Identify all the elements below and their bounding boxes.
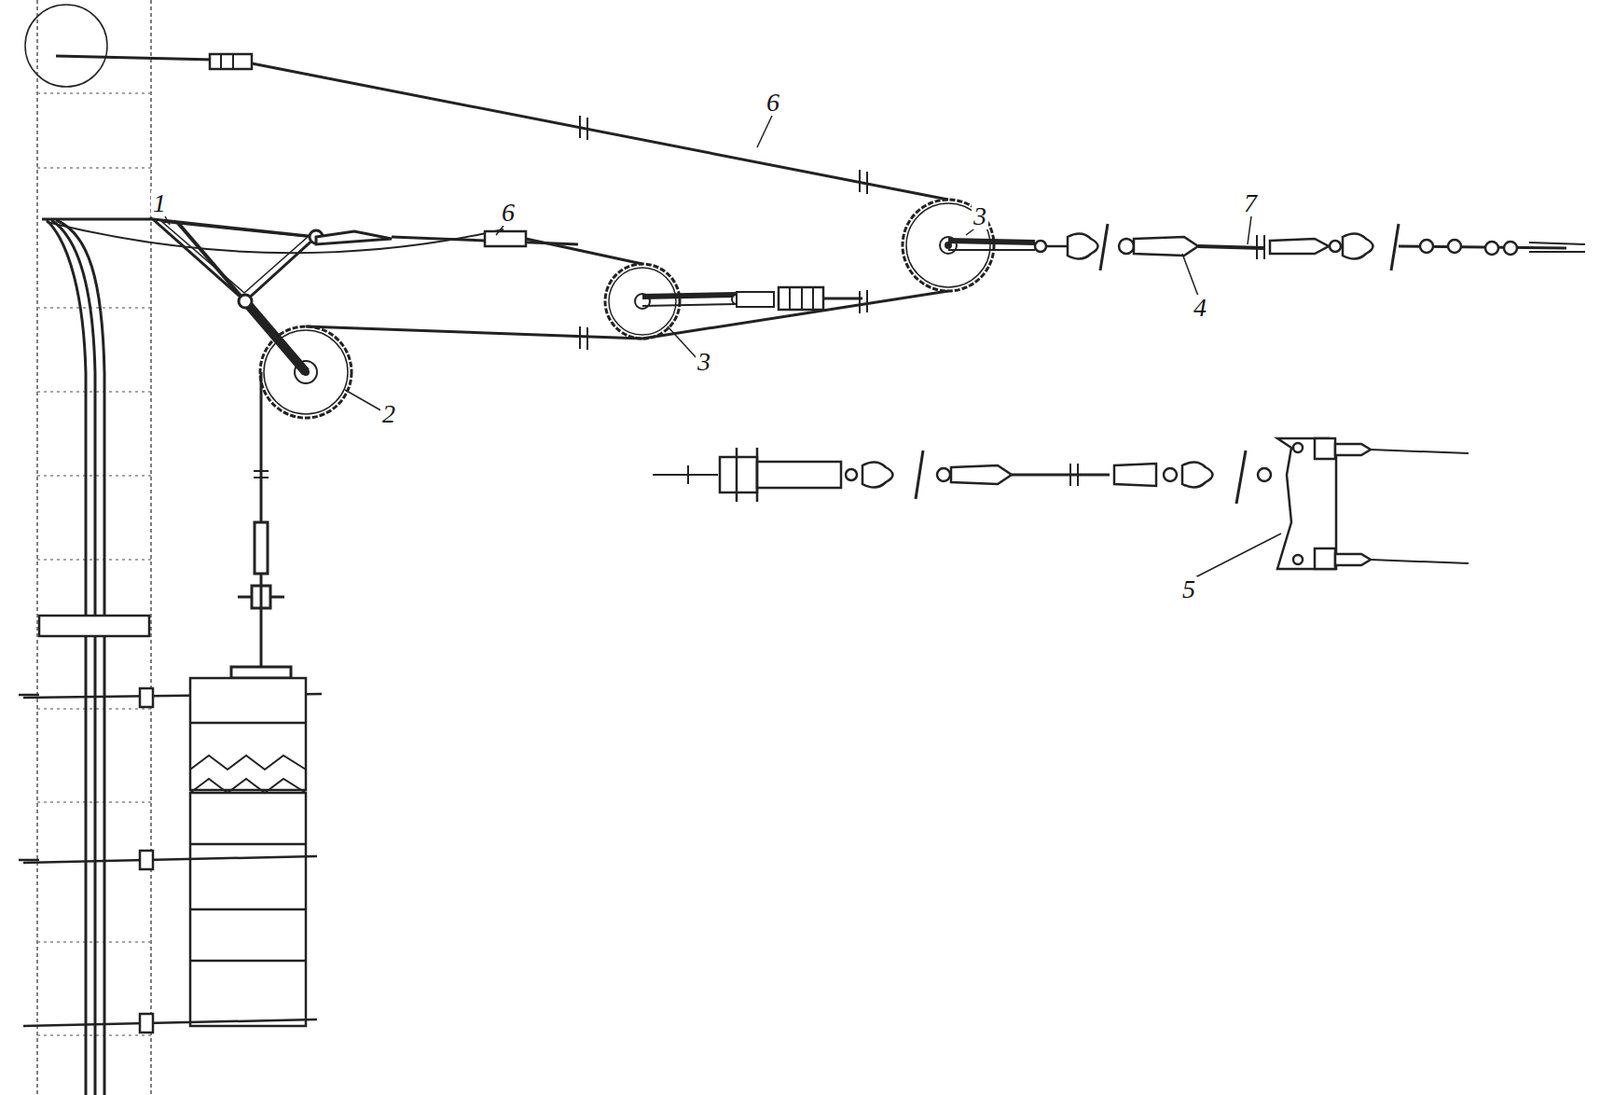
callout-number: 2 bbox=[380, 400, 398, 428]
insulator-chain bbox=[1034, 223, 1586, 271]
top-anchor bbox=[25, 4, 252, 87]
pole bbox=[37, 0, 152, 1095]
callout-number: 6 bbox=[499, 199, 517, 226]
counterweight bbox=[190, 677, 306, 1026]
pole-cables bbox=[46, 220, 105, 1095]
compensator-rope bbox=[525, 238, 643, 264]
rope-clamp bbox=[484, 231, 526, 247]
callout-number: 3 bbox=[971, 203, 989, 230]
pole-clamps bbox=[18, 615, 322, 1033]
pulley bbox=[605, 263, 863, 339]
compensator-rope bbox=[251, 63, 949, 200]
bracket bbox=[41, 219, 579, 373]
sag-wire bbox=[46, 221, 504, 253]
compensator-rope bbox=[642, 290, 949, 339]
callout-number: 7 bbox=[1241, 190, 1259, 217]
weight-rod bbox=[231, 372, 291, 678]
lower-insulator-assembly bbox=[652, 438, 1469, 569]
callout-number: 3 bbox=[695, 348, 713, 375]
callout-number: 1 bbox=[151, 190, 168, 217]
callout-number: 4 bbox=[1191, 294, 1209, 321]
callout-number: 6 bbox=[764, 89, 782, 116]
leader-lines bbox=[165, 115, 1282, 579]
pulley bbox=[260, 326, 352, 418]
compensator-rope bbox=[305, 326, 643, 339]
callout-number: 5 bbox=[1180, 576, 1198, 603]
pulley bbox=[902, 199, 1035, 291]
